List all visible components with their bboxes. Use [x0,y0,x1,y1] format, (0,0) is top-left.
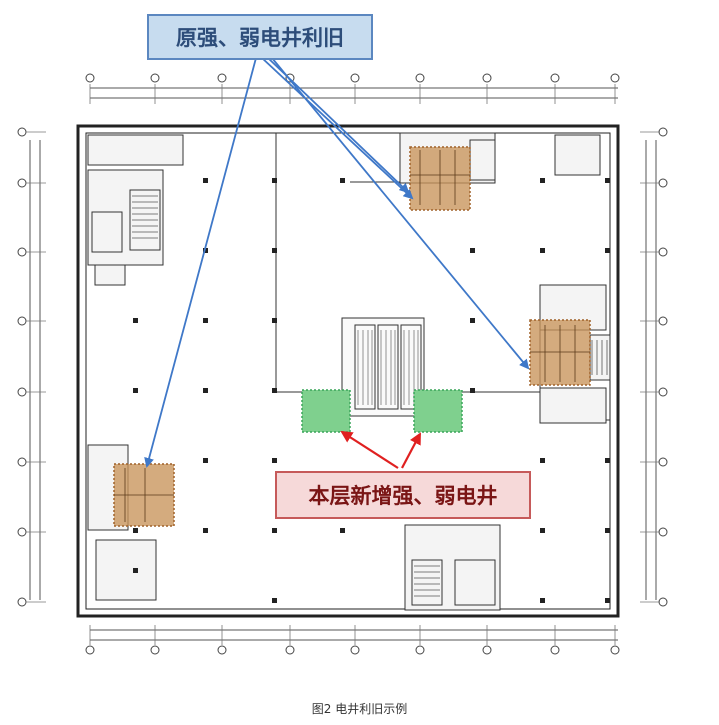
callout-new-shafts: 本层新增强、弱电井 [275,471,531,519]
stair-hatch-top-left [132,195,158,239]
new-shaft-right [413,389,463,433]
escalator-core [341,317,425,417]
core-bottom-right [404,524,501,611]
floor-plan [17,57,668,655]
stair-hatch-right [591,340,608,375]
columns [133,178,610,603]
new-shaft-left [301,389,351,433]
dimension-lines [29,87,657,641]
reuse-pointer-arrows [144,57,530,468]
figure-caption: 图2 电井利旧示例 [311,702,408,716]
arrow-to-top-shaft-a [261,57,414,200]
arrow-to-right-shaft [271,57,530,370]
existing-shaft-detail [114,150,590,522]
callout-reused-shafts: 原强、弱电井利旧 [147,14,373,60]
new-shafts [301,389,463,433]
grid-ticks [26,84,660,645]
stair-hatch-bottom-right [414,565,440,597]
core-top-left [87,134,184,286]
arrow-to-bottom-left-shaft [144,57,257,468]
arrow-to-new-shaft-right [401,432,421,469]
new-pointer-arrows [340,430,421,469]
arrow-to-new-shaft-left [340,430,399,469]
